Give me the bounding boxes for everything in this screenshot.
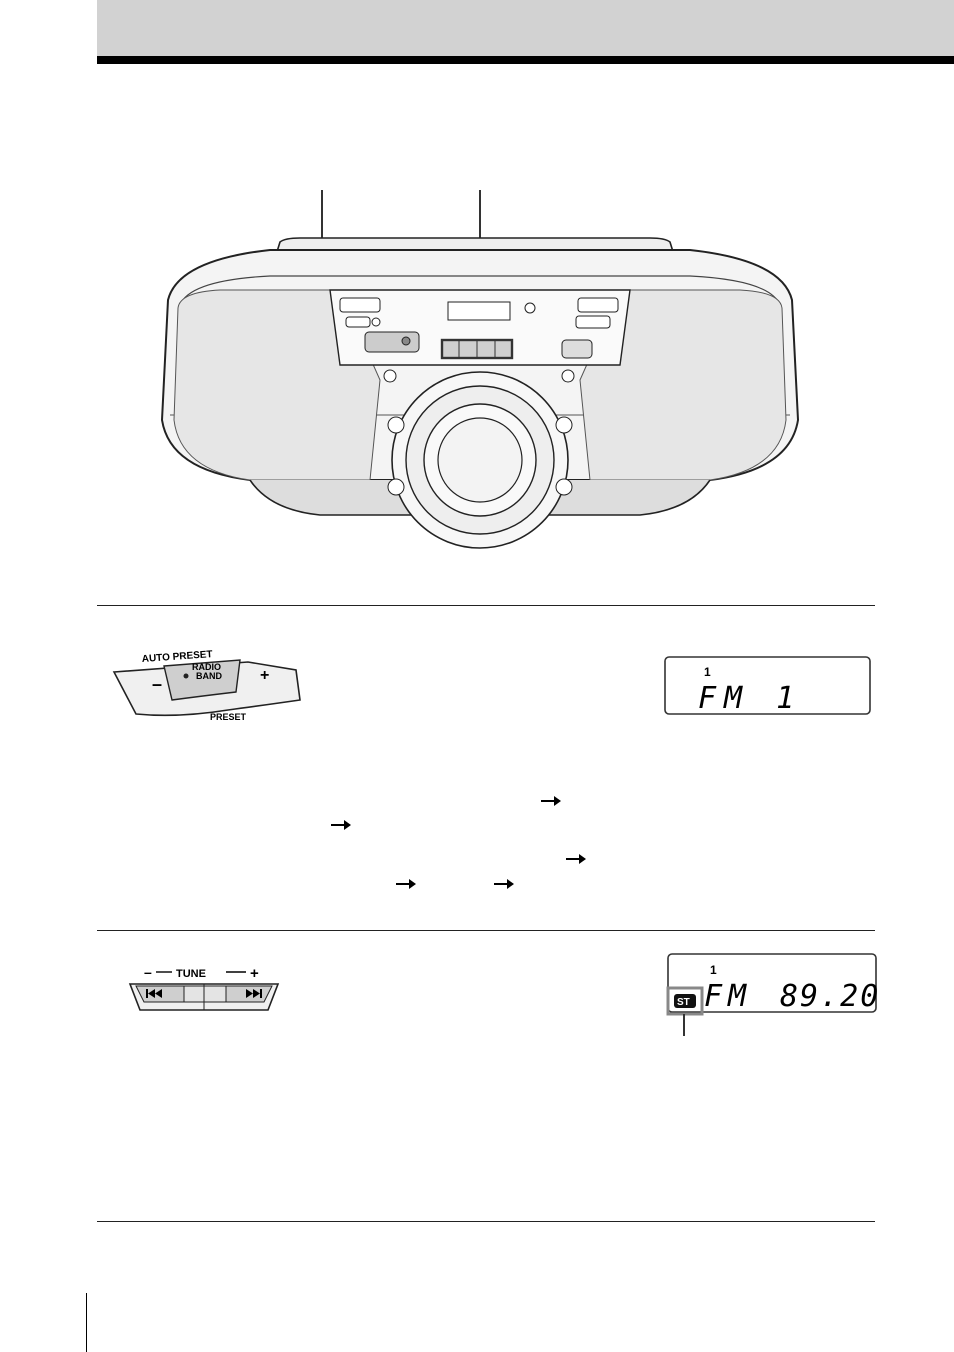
- preset-number: 1: [710, 963, 717, 977]
- tune-minus-label: –: [144, 964, 152, 980]
- right-arrow-icon: [541, 796, 561, 806]
- stereo-indicator: ST: [677, 997, 690, 1008]
- fast-forward-icon: [246, 989, 262, 998]
- tune-label: TUNE: [176, 968, 206, 980]
- radio-band-control-illustration: AUTO PRESET RADIO BAND – + PRESET: [112, 649, 301, 722]
- radio-band-label-line1: RADIO: [192, 662, 221, 672]
- plus-label: +: [260, 667, 269, 684]
- radio-band-label-line2: BAND: [196, 671, 222, 681]
- right-arrow-icon: [566, 854, 586, 864]
- display-text: FM 1: [698, 681, 802, 716]
- tune-plus-label: +: [250, 965, 259, 982]
- lcd-display-fm1: 1 FM 1: [664, 656, 871, 716]
- section-divider: [97, 930, 875, 931]
- margin-rule: [86, 1293, 87, 1352]
- rewind-icon: [146, 989, 162, 998]
- right-arrow-icon: [396, 879, 416, 889]
- header-rule: [97, 56, 954, 64]
- band-text: FM: [704, 979, 752, 1014]
- boombox-illustration: [160, 190, 800, 549]
- section-divider: [97, 1221, 875, 1222]
- lcd-display-fm-frequency: 1 FM 89.20 ST: [666, 953, 878, 1036]
- preset-number: 1: [704, 665, 711, 679]
- minus-label: –: [152, 674, 162, 694]
- right-arrow-icon: [331, 820, 351, 830]
- section-divider: [97, 605, 875, 606]
- tune-control-illustration: – TUNE +: [128, 964, 280, 1011]
- preset-label: PRESET: [210, 712, 247, 722]
- header-band: [97, 0, 954, 56]
- right-arrow-icon: [494, 879, 514, 889]
- frequency-text: 89.20: [780, 979, 878, 1014]
- auto-preset-label: AUTO PRESET: [141, 649, 213, 665]
